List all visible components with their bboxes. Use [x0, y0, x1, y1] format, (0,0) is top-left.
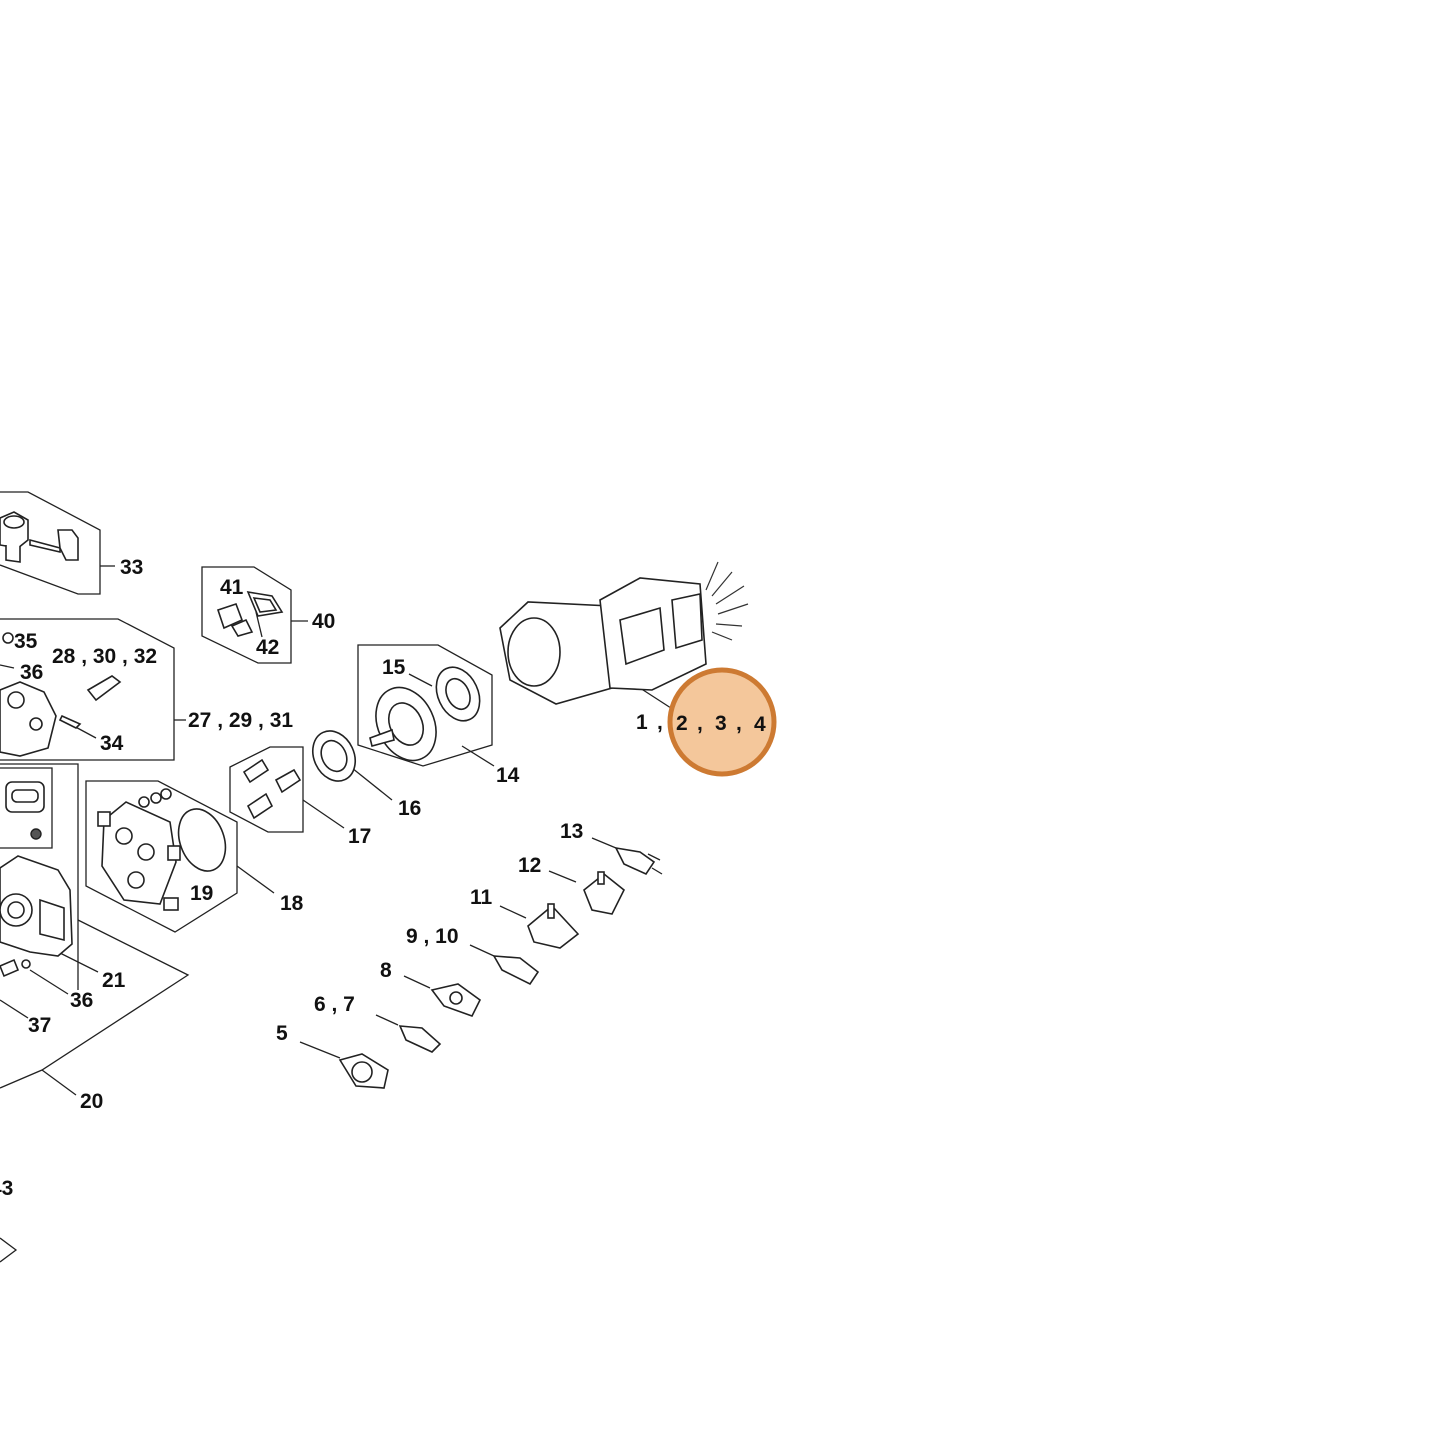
callout-comma-1: , — [657, 711, 663, 734]
valve-set-drawing — [242, 758, 302, 820]
callout-1[interactable]: 1 — [636, 711, 648, 734]
leader-lines — [0, 565, 675, 1096]
callout-33[interactable]: 33 — [120, 556, 143, 579]
callout-37[interactable]: 37 — [28, 1014, 51, 1037]
pump-head-drawing — [0, 632, 122, 757]
plug-12-drawing — [583, 871, 626, 915]
plug-9-drawing — [492, 955, 540, 986]
frame-group-14 — [357, 644, 493, 767]
callout-35[interactable]: 35 — [14, 630, 38, 653]
frame-group-18 — [85, 780, 238, 933]
frame-group-17 — [229, 746, 304, 833]
callout-27-29-31[interactable]: 27 , 29 , 31 — [188, 709, 293, 732]
callout-34[interactable]: 34 — [100, 732, 124, 755]
callout-43[interactable]: 43 — [0, 1177, 13, 1200]
callout-14[interactable]: 14 — [496, 764, 520, 787]
frame-group-20 — [0, 919, 190, 1089]
callout-42[interactable]: 42 — [256, 636, 279, 659]
callout-4[interactable]: 4 — [754, 713, 766, 736]
callout-3[interactable]: 3 — [715, 712, 727, 735]
callout-20[interactable]: 20 — [80, 1090, 103, 1113]
callout-5[interactable]: 5 — [276, 1022, 288, 1045]
callout-13[interactable]: 13 — [560, 820, 583, 843]
callout-36-upper[interactable]: 36 — [20, 661, 43, 684]
valve-assembly-drawing — [0, 511, 79, 563]
callout-comma-3: , — [736, 712, 742, 735]
part-43-drawing — [0, 1237, 18, 1263]
callout-6-7[interactable]: 6 , 7 — [314, 993, 355, 1016]
callout-labels: 33 35 36 28 , 30 , 32 27 , 29 , 31 34 41… — [0, 556, 766, 1200]
group-frames — [0, 491, 493, 1089]
cylinder-block-drawing — [97, 788, 227, 911]
callout-19[interactable]: 19 — [190, 882, 213, 905]
switch-drawing — [216, 590, 284, 637]
plug-6-drawing — [398, 1025, 442, 1053]
callout-17[interactable]: 17 — [348, 825, 371, 848]
callout-2[interactable]: 2 — [676, 712, 688, 735]
callout-18[interactable]: 18 — [280, 892, 304, 915]
gear-bearing-drawing — [369, 666, 481, 762]
frame-group-33 — [0, 491, 101, 595]
callout-11[interactable]: 11 — [470, 886, 493, 909]
callout-12[interactable]: 12 — [518, 854, 541, 877]
callout-9-10[interactable]: 9 , 10 — [406, 925, 459, 948]
callout-8[interactable]: 8 — [380, 959, 392, 982]
frame-group-27 — [0, 618, 175, 761]
plug-11-drawing — [527, 903, 580, 949]
seal-kit-drawing — [5, 781, 45, 840]
callout-comma-2: , — [697, 712, 703, 735]
frame-group-40 — [201, 566, 292, 664]
callout-36-lower[interactable]: 36 — [70, 989, 93, 1012]
crankcase-drawing — [0, 855, 73, 978]
plug-5-drawing — [338, 1053, 389, 1089]
callout-16[interactable]: 16 — [398, 797, 421, 820]
highlight-ring — [667, 667, 777, 777]
frame-group-seals — [0, 767, 53, 849]
callout-21[interactable]: 21 — [102, 969, 126, 992]
motor-assembly-drawing — [499, 561, 749, 705]
plug-13-drawing — [614, 846, 663, 876]
frame-seal-box — [0, 763, 79, 990]
callout-41[interactable]: 41 — [220, 576, 244, 599]
highlight-circle[interactable] — [670, 670, 774, 774]
callout-28-30-32[interactable]: 28 , 30 , 32 — [52, 645, 157, 668]
callout-15[interactable]: 15 — [382, 656, 406, 679]
plug-8-drawing — [430, 983, 482, 1017]
seal-ring-drawing — [312, 730, 356, 782]
callout-40[interactable]: 40 — [312, 610, 335, 633]
